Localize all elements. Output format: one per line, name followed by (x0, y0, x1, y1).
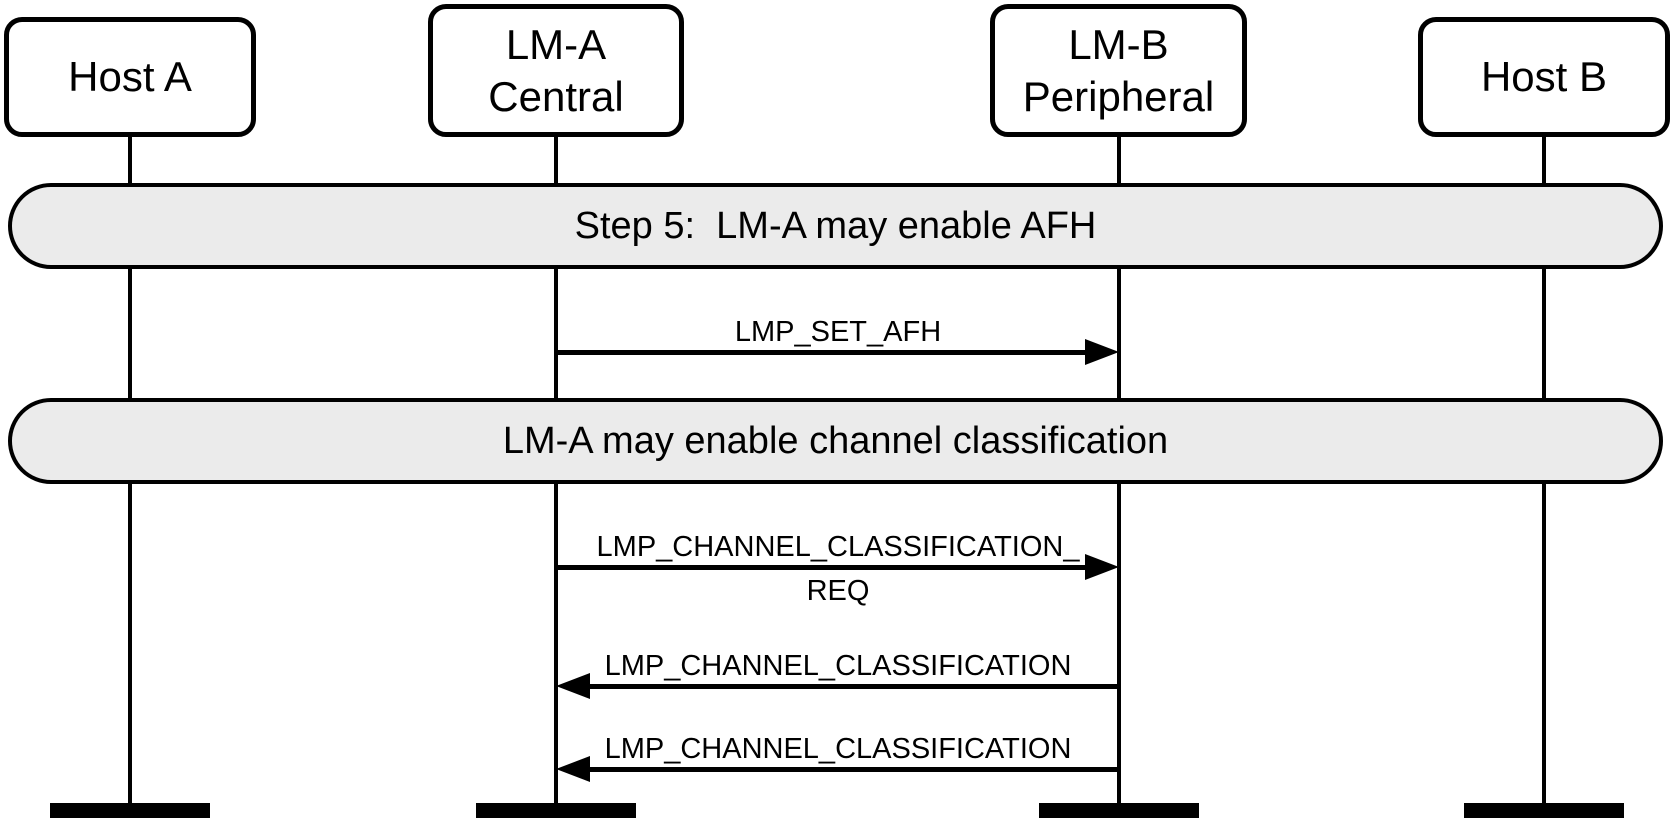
message-label-lmp-channel-classification-1: LMP_CHANNEL_CLASSIFICATION (604, 650, 1072, 682)
lifeline-end-bar-host-a (50, 803, 210, 818)
actor-box-lm-a-central: LM-A Central (428, 4, 684, 137)
actor-label-lm-a: LM-A (505, 20, 607, 68)
arrowhead-right-icon (1085, 554, 1119, 580)
step-band-channel-classification-label: LM-A may enable channel classification (502, 419, 1169, 462)
actor-label-lm-b: LM-B (1068, 20, 1169, 68)
message-arrow-lmp-channel-classification-1 (588, 684, 1119, 689)
message-arrow-lmp-channel-classification-req (556, 565, 1087, 570)
step-band-afh-label: Step 5: LM-A may enable AFH (574, 204, 1097, 247)
message-label-lmp-channel-classification-req-line2: REQ (806, 575, 870, 607)
actor-box-host-a: Host A (4, 17, 256, 137)
lifeline-end-bar-lm-b (1039, 803, 1199, 818)
arrowhead-right-icon (1085, 339, 1119, 365)
actor-label-lm-b-role: Peripheral (1022, 72, 1215, 120)
lifeline-end-bar-lm-a (476, 803, 636, 818)
arrowhead-left-icon (556, 673, 590, 699)
actor-label-host-b: Host B (1480, 53, 1608, 100)
step-band-afh: Step 5: LM-A may enable AFH (8, 183, 1663, 269)
lifeline-end-bar-host-b (1464, 803, 1624, 818)
arrowhead-left-icon (556, 756, 590, 782)
actor-label-host-a: Host A (68, 53, 192, 100)
message-arrow-lmp-set-afh (556, 350, 1087, 355)
message-arrow-lmp-channel-classification-2 (588, 767, 1119, 772)
actor-box-host-b: Host B (1418, 17, 1670, 137)
message-label-lmp-channel-classification-2: LMP_CHANNEL_CLASSIFICATION (604, 733, 1072, 765)
message-label-lmp-set-afh: LMP_SET_AFH (734, 316, 942, 348)
actor-label-lm-a-role: Central (488, 72, 624, 120)
message-label-lmp-channel-classification-req-line1: LMP_CHANNEL_CLASSIFICATION_ (596, 531, 1080, 563)
step-band-channel-classification: LM-A may enable channel classification (8, 398, 1663, 484)
actor-box-lm-b-peripheral: LM-B Peripheral (990, 4, 1247, 137)
